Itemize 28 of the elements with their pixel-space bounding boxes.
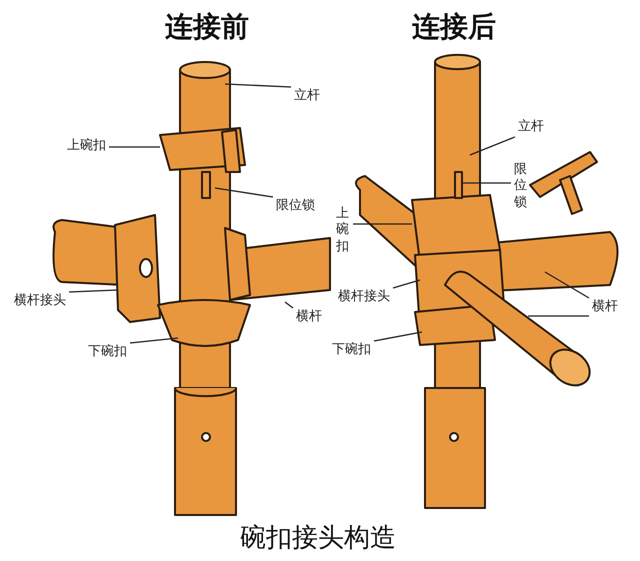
part-label: 下碗扣 xyxy=(332,343,371,358)
leader-line xyxy=(214,187,274,198)
caption: 碗扣接头构造 xyxy=(240,522,396,555)
part-label: 横杆接头 xyxy=(14,294,66,309)
leader-line xyxy=(68,289,118,293)
leader-line xyxy=(284,301,294,309)
part-label: 下碗扣 xyxy=(88,345,127,360)
leader-line xyxy=(528,315,589,317)
part-label: 立杆 xyxy=(294,89,320,104)
panel-heading: 连接前 xyxy=(165,9,249,45)
leader-line xyxy=(353,223,412,225)
leader-line xyxy=(470,136,516,156)
part-label: 上碗扣 xyxy=(336,206,350,255)
panel-heading: 连接后 xyxy=(412,9,496,45)
leader-line xyxy=(544,271,590,299)
leader-line xyxy=(224,83,292,88)
part-label: 横杆 xyxy=(592,300,618,315)
leader-line xyxy=(130,337,178,344)
part-label: 横杆接头 xyxy=(338,290,390,305)
part-label: 限位锁 xyxy=(276,199,315,214)
leader-line xyxy=(462,182,511,184)
part-label: 上碗扣 xyxy=(67,139,106,154)
part-label: 横杆 xyxy=(296,310,322,325)
leader-line xyxy=(109,146,160,148)
part-label: 立杆 xyxy=(518,120,544,135)
part-label: 限位锁 xyxy=(514,162,528,211)
leader-line xyxy=(392,279,420,289)
leader-line xyxy=(374,331,422,342)
